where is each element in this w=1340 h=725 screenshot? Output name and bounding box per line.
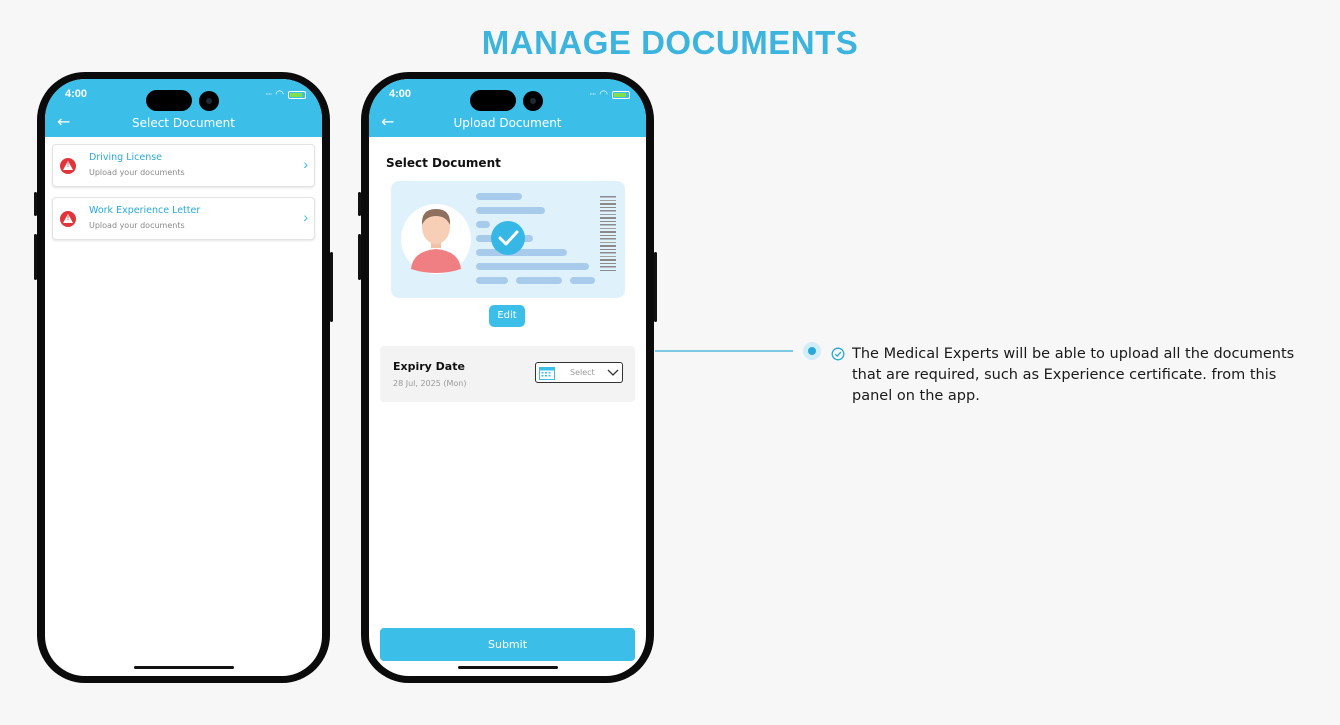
chevron-right-icon: ›	[303, 156, 308, 172]
chevron-right-icon: ›	[303, 209, 308, 225]
expiry-date-label: Expiry Date	[393, 360, 465, 373]
back-arrow-icon[interactable]: ←	[381, 112, 395, 131]
callout-dot	[803, 342, 821, 360]
home-indicator	[458, 666, 558, 669]
warning-icon	[60, 211, 76, 227]
document-subtitle: Upload your documents	[89, 221, 185, 230]
document-name: Work Experience Letter	[89, 205, 201, 216]
expiry-date-panel: Expiry Date 28 Jul, 2025 (Mon) Select	[380, 346, 635, 402]
callout-connector-line	[655, 350, 793, 352]
signal-icon: ····	[265, 90, 272, 99]
document-item-driving-license[interactable]: Driving License Upload your documents ›	[52, 144, 315, 187]
battery-icon	[288, 90, 306, 99]
wifi-icon: ◠	[275, 89, 284, 100]
nav-title: Upload Document	[453, 116, 562, 130]
document-item-work-experience-letter[interactable]: Work Experience Letter Upload your docum…	[52, 197, 315, 240]
wifi-icon: ◠	[599, 89, 608, 100]
screen-select-document: 4:00 ···· ◠ ← Select Document Driving Li…	[45, 79, 322, 676]
status-time: 4:00	[389, 88, 412, 100]
screen-upload-document: 4:00 ···· ◠ ← Upload Document Select Doc…	[369, 79, 646, 676]
date-select-placeholder: Select	[570, 368, 595, 377]
calendar-icon	[539, 367, 555, 380]
check-circle-icon	[831, 347, 845, 361]
phone-select-document: 4:00 ···· ◠ ← Select Document Driving Li…	[34, 72, 333, 683]
edit-button[interactable]: Edit	[489, 305, 525, 327]
id-card-preview	[391, 181, 625, 298]
nav-title: Select Document	[131, 116, 235, 130]
phone-upload-document: 4:00 ···· ◠ ← Upload Document Select Doc…	[358, 72, 657, 683]
chevron-down-icon	[607, 369, 619, 376]
status-icons: ···· ◠	[265, 89, 306, 100]
back-arrow-icon[interactable]: ←	[57, 112, 71, 131]
warning-icon	[60, 158, 76, 174]
signal-icon: ····	[589, 90, 596, 99]
app-header: 4:00 ···· ◠ ← Select Document	[45, 79, 322, 137]
submit-button[interactable]: Submit	[380, 628, 635, 661]
front-camera	[523, 91, 543, 111]
id-card-illustration	[401, 193, 616, 284]
date-select-dropdown[interactable]: Select	[535, 362, 623, 383]
document-subtitle: Upload your documents	[89, 168, 185, 177]
app-header: 4:00 ···· ◠ ← Upload Document	[369, 79, 646, 137]
dynamic-island	[470, 90, 516, 111]
expiry-date-value: 28 Jul, 2025 (Mon)	[393, 379, 467, 388]
status-icons: ···· ◠	[589, 89, 630, 100]
document-name: Driving License	[89, 152, 163, 163]
page-title: MANAGE DOCUMENTS	[481, 24, 859, 61]
status-time: 4:00	[65, 88, 88, 100]
front-camera	[199, 91, 219, 111]
battery-icon	[612, 90, 630, 99]
feature-description: The Medical Experts will be able to uplo…	[852, 346, 1295, 404]
section-label: Select Document	[386, 156, 501, 170]
dynamic-island	[146, 90, 192, 111]
home-indicator	[134, 666, 234, 669]
